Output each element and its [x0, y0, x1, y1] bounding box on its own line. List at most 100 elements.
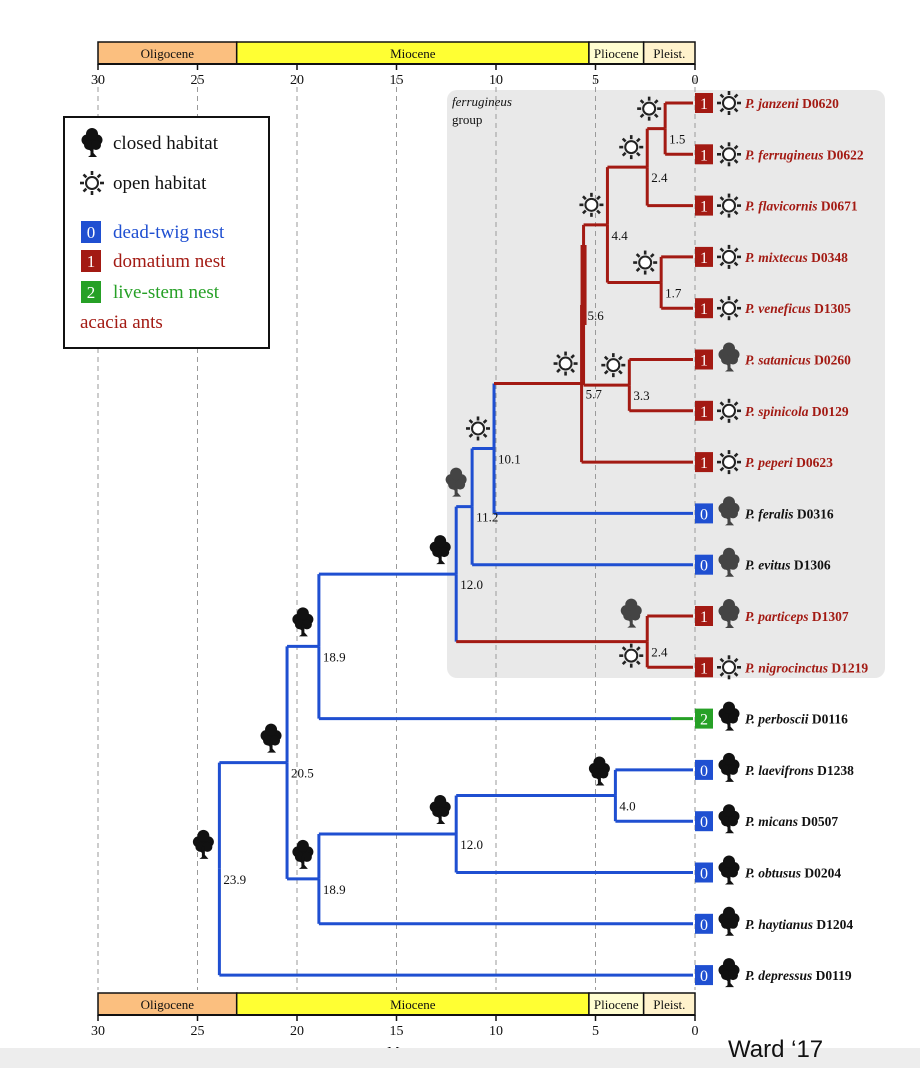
node-age-label: 4.0 [619, 799, 635, 814]
taxon-label: P. evitus D1306 [745, 558, 831, 573]
axis-tick-label: 30 [91, 1024, 105, 1039]
node-age-label: 1.5 [669, 132, 685, 147]
tip-perboscii: 2 P. perboscii D0116 [695, 701, 848, 731]
closed-habitat-icon [718, 804, 740, 834]
closed-habitat-icon [588, 756, 610, 786]
nest-code: 1 [700, 353, 708, 370]
node-age-label: 3.3 [633, 388, 649, 403]
group-label-line1: ferrugineus [452, 94, 512, 109]
taxon-label: P. flavicornis D0671 [745, 199, 858, 214]
taxon-label: P. laevifrons D1238 [745, 763, 854, 778]
axis-tick-label: 25 [191, 1024, 205, 1039]
taxon-label: P. mixtecus D0348 [745, 250, 848, 265]
axis-tick-label: 15 [390, 73, 404, 88]
axis-tick-label: 20 [290, 1024, 304, 1039]
nest-code-box [695, 144, 713, 165]
open-habitat-icon [79, 170, 105, 196]
nest-code-box [695, 759, 713, 780]
legend-code-2: 2 [87, 283, 96, 302]
epoch-label: Oligocene [141, 46, 195, 61]
node-age-label: 12.0 [460, 577, 483, 592]
nest-code-box [695, 298, 713, 319]
open-habitat-icon [465, 415, 492, 442]
nest-code-box [695, 965, 713, 986]
tip-mixtecus: 1 P. mixtecus D0348 [695, 243, 848, 270]
node-age-label: 11.2 [476, 510, 498, 525]
legend-live-stem-nest: live-stem nest [113, 282, 220, 303]
node-age-label: 5.6 [588, 308, 605, 323]
axis-tick-label: 0 [692, 73, 699, 88]
taxon-label: P. perboscii D0116 [745, 712, 848, 727]
nest-code-box [695, 811, 713, 832]
open-habitat-icon [636, 95, 663, 122]
axis-tick-label: 30 [91, 73, 105, 88]
nest-code-box [695, 503, 713, 524]
tip-obtusus: 0 P. obtusus D0204 [695, 855, 841, 885]
open-habitat-icon [618, 642, 645, 669]
node-age-label: 10.1 [498, 451, 521, 466]
open-habitat-icon [618, 134, 645, 161]
nest-code: 1 [700, 301, 708, 318]
node-age-label: 1.7 [665, 286, 682, 301]
node-age-label: 20.5 [291, 766, 314, 781]
node-age-label: 5.7 [586, 387, 603, 402]
taxon-label: P. nigrocinctus D1219 [745, 660, 868, 675]
node-age-label: 2.4 [651, 645, 668, 660]
nest-code-box [695, 349, 713, 370]
epoch-label: Pliocene [594, 46, 639, 61]
taxon-label: P. spinicola D0129 [745, 404, 849, 419]
legend-code-box-1 [81, 250, 101, 272]
nest-code-box [695, 862, 713, 883]
epoch-label: Pleist. [653, 46, 685, 61]
group-label-line2: group [452, 112, 482, 127]
axis-tick-label: 10 [489, 1024, 503, 1039]
epoch-label: Oligocene [141, 997, 195, 1012]
closed-habitat-icon [718, 958, 740, 988]
nest-code-box [695, 195, 713, 216]
legend-acacia-ants: acacia ants [80, 312, 163, 333]
taxon-label: P. veneficus D1305 [745, 301, 851, 316]
taxon-label: P. ferrugineus D0622 [745, 147, 864, 162]
tip-evitus: 0 P. evitus D1306 [695, 547, 831, 577]
nest-code-box [695, 246, 713, 267]
nest-code: 1 [700, 250, 708, 267]
node-age-label: 4.4 [611, 228, 628, 243]
open-habitat-icon [716, 90, 742, 116]
axis-tick-label: 10 [489, 73, 503, 88]
nest-code: 0 [700, 917, 708, 934]
axis-tick-label: 5 [592, 1024, 599, 1039]
nest-code: 1 [700, 660, 708, 677]
open-habitat-icon [716, 397, 742, 424]
taxon-label: P. obtusus D0204 [745, 866, 841, 881]
epoch-label: Pliocene [594, 997, 639, 1012]
nest-code-box [695, 400, 713, 421]
taxon-label: P. micans D0507 [745, 814, 838, 829]
nest-code-box [695, 708, 713, 729]
open-habitat-icon [632, 249, 659, 276]
nest-code: 1 [700, 455, 708, 472]
node-age-labels: 1.52.41.74.43.35.65.710.111.22.412.018.9… [223, 132, 685, 897]
node-age-label: 12.0 [460, 837, 483, 852]
legend-box: closed habitat open habitat 0 dead-twig … [63, 116, 270, 349]
nest-code: 2 [700, 712, 708, 729]
nest-code: 1 [700, 609, 708, 626]
axis-tick-label: 15 [390, 1024, 404, 1039]
open-habitat-icon [600, 352, 627, 379]
nest-code: 0 [700, 558, 708, 575]
open-habitat-icon [716, 141, 742, 168]
closed-habitat-icon [429, 795, 451, 825]
taxon-label: P. depressus D0119 [745, 968, 852, 983]
node-age-label: 18.9 [323, 882, 346, 897]
nest-code: 0 [700, 866, 708, 883]
